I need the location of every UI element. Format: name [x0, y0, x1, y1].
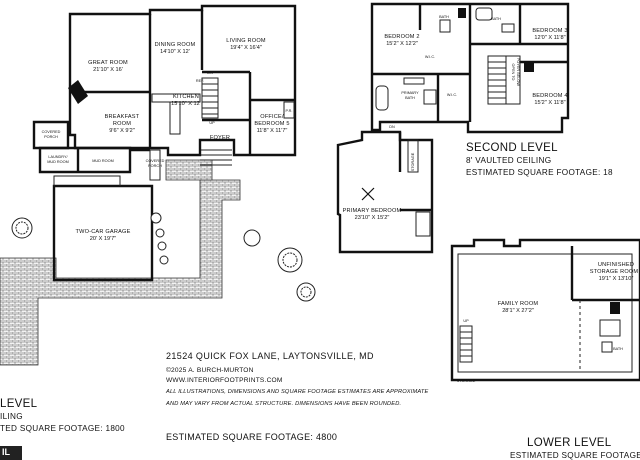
- unfinished-label-2: STORAGE ROOM: [590, 269, 639, 275]
- first-level-title: LEVEL: [0, 398, 38, 410]
- second-level-title: SECOND LEVEL: [466, 142, 558, 154]
- garage-dim: 20' X 19'7": [90, 236, 117, 242]
- garage-label: TWO-CAR GARAGE: [75, 229, 130, 235]
- bath1-label: BATH: [439, 15, 449, 19]
- first-level-plan: GREAT ROOM 21'10" X 16' DINING ROOM 14'1…: [0, 4, 316, 366]
- total-sqft-line: ESTIMATED SQUARE FOOTAGE: 4800: [166, 432, 337, 442]
- kitchen-label: KITCHEN: [173, 94, 199, 100]
- disclaimer-line-2: AND MAY VARY FROM ACTUAL STRUCTURE. DIME…: [165, 401, 401, 407]
- lower-level-plan: FAMILY ROOM 28'1" X 27'2" UNFINISHED STO…: [450, 238, 640, 460]
- unfinished-dim: 19'1" X 13'10": [599, 276, 634, 282]
- bedroom4-dim: 15'2" X 11'8": [534, 100, 565, 106]
- bedroom4-label: BEDROOM 4: [532, 93, 567, 99]
- breakfast-room-dim: 9'6" X 9'2": [109, 128, 134, 134]
- office-label: OFFICE/: [260, 114, 284, 120]
- primary-bath-label-2: BATH: [405, 96, 415, 100]
- wic1-label: W.I.C.: [425, 55, 435, 59]
- bedroom3-label: BEDROOM 3: [532, 28, 567, 34]
- copyright-line: ©2025 A. BURCH-MURTON: [166, 366, 254, 374]
- first-level-sqft: TED SQUARE FOOTAGE: 1800: [0, 424, 125, 433]
- breakfast-room-label-2: ROOM: [113, 121, 131, 127]
- ref-label: REF.: [196, 79, 204, 83]
- bedroom2-label: BEDROOM 2: [384, 34, 419, 40]
- primary-bedroom-walls: [336, 130, 434, 254]
- lower-bath-label: BATH: [613, 347, 623, 351]
- dining-room-label: DINING ROOM: [155, 42, 196, 48]
- kitchen-dim: 15'10" X 12': [171, 101, 201, 107]
- lower-level-sqft: ESTIMATED SQUARE FOOTAGE: 8: [510, 451, 640, 460]
- garage-walls: [52, 184, 154, 282]
- primary-bath-label: PRIMARY: [401, 91, 419, 95]
- first-level-ceiling: ILING: [0, 412, 23, 421]
- pr-label: P.R.: [286, 109, 293, 113]
- office-dim: 11'8" X 11'7": [257, 128, 288, 134]
- open-to-foyer-label-2: FOYER BELOW: [516, 58, 520, 86]
- open-to-foyer-label: OPEN TO: [511, 64, 515, 81]
- dn-label-2nd: DN: [389, 125, 395, 129]
- dining-room-dim: 14'10" X 12': [160, 49, 190, 55]
- living-room-dim: 19'4" X 16'4": [230, 45, 262, 51]
- covered-porch-label-2: PORCH: [44, 135, 58, 139]
- lower-level-title: LOWER LEVEL: [527, 437, 612, 449]
- front-porch-label-2: PORCH: [148, 164, 162, 168]
- ceiling-fan-icon: [361, 187, 375, 201]
- first-level-walls: [68, 4, 297, 157]
- second-level-walls: [370, 2, 570, 134]
- tree-icons: [11, 212, 316, 302]
- fireplace: [68, 80, 88, 104]
- listing-badge: IL: [0, 446, 22, 460]
- primary-bedroom-dim: 23'10" X 15'2": [355, 215, 390, 221]
- laundry-label-2: MUD ROOM: [47, 160, 69, 164]
- listing-badge-text: IL: [2, 447, 10, 457]
- mud-room-label: MUD ROOM: [92, 159, 114, 163]
- laundry-label: LAUNDRY/: [48, 155, 68, 159]
- living-room-label: LIVING ROOM: [226, 38, 266, 44]
- disclaimer-line-1: ALL ILLUSTRATIONS, DIMENSIONS AND SQUARE…: [165, 389, 429, 395]
- walkway: [0, 179, 241, 366]
- lower-storage-label: STORAGE: [457, 379, 476, 383]
- address-line: 21524 QUICK FOX LANE, LAYTONSVILLE, MD: [166, 351, 374, 361]
- bedroom3-dim: 12'0" X 11'8": [534, 35, 565, 41]
- office-label-2: BEDROOM 5: [254, 121, 289, 127]
- bath2-label: BATH: [491, 17, 501, 21]
- foyer-label: FOYER: [210, 135, 230, 141]
- up-label: UP: [209, 121, 215, 125]
- unfinished-label: UNFINISHED: [598, 262, 634, 268]
- primary-bedroom-label: PRIMARY BEDROOM: [343, 208, 402, 214]
- breakfast-room-label: BREAKFAST: [105, 114, 140, 120]
- family-room-label: FAMILY ROOM: [498, 301, 539, 307]
- covered-porch-label: COVERED: [42, 130, 61, 134]
- front-porch-label: COVERED: [146, 159, 165, 163]
- great-room-label: GREAT ROOM: [88, 60, 128, 66]
- wic2-label: W.I.C.: [447, 93, 457, 97]
- bedroom2-dim: 15'2" X 12'2": [386, 41, 418, 47]
- second-level-plan: BEDROOM 2 15'2" X 12'2" BEDROOM 3 12'0" …: [336, 2, 613, 254]
- second-level-sqft: ESTIMATED SQUARE FOOTAGE: 18: [466, 168, 613, 177]
- great-room-dim: 21'10" X 16': [93, 67, 123, 73]
- website-line: WWW.INTERIORFOOTPRINTS.COM: [166, 377, 283, 384]
- dn-label: DN: [207, 71, 213, 75]
- second-level-ceiling: 8' VAULTED CEILING: [466, 156, 551, 165]
- lower-up-label: UP: [463, 319, 469, 323]
- storage-label-2nd: STORAGE: [411, 152, 415, 171]
- family-room-dim: 28'1" X 27'2": [502, 308, 534, 314]
- lower-level-walls: [450, 238, 640, 382]
